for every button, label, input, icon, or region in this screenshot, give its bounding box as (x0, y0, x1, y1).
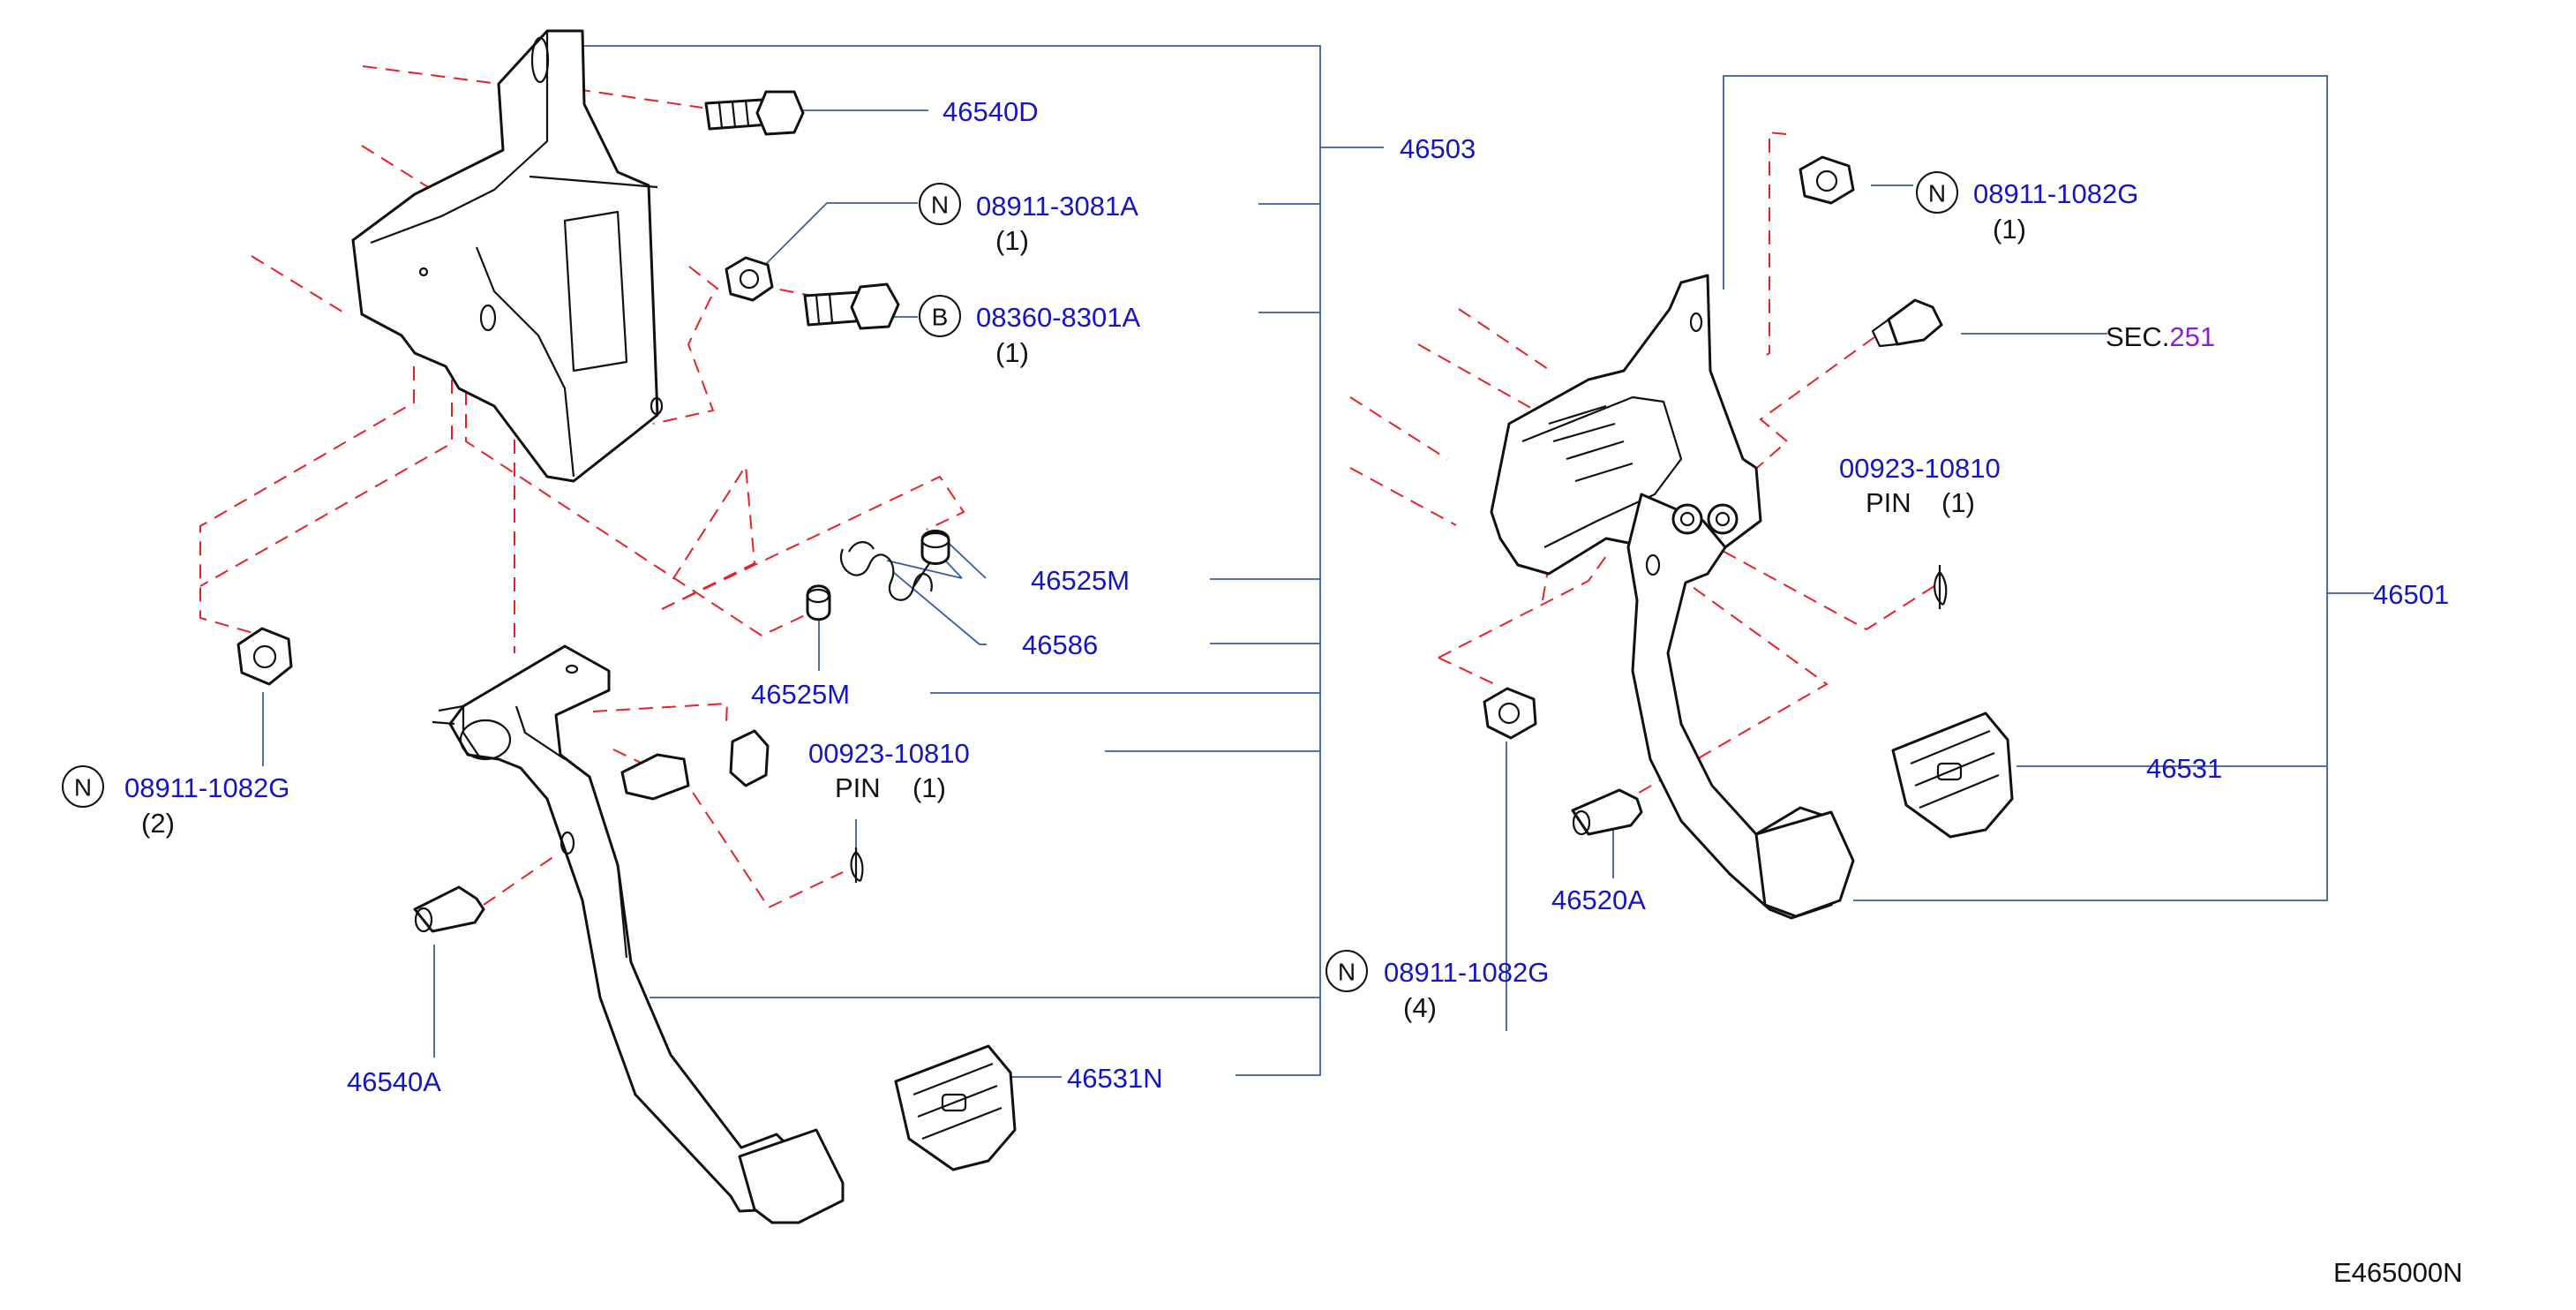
diagram-code: E465000N (2333, 1257, 2463, 1288)
nut-08911-3081A (725, 256, 774, 302)
nut-08911-1082G-center (1483, 687, 1537, 740)
label-46501[interactable]: 46501 (2373, 579, 2449, 610)
clutch-pedal-left (432, 644, 845, 1224)
svg-text:N: N (1338, 959, 1356, 986)
label-46531N[interactable]: 46531N (1067, 1063, 1163, 1094)
right-pedal (1626, 493, 1855, 920)
label-08911-1082G-left[interactable]: 08911-1082G (124, 772, 289, 803)
right-bracket-46501 (1490, 274, 1762, 576)
marker-n-08911-1082G-center: N (1326, 950, 1368, 992)
label-46525M-b[interactable]: 46525M (751, 679, 850, 710)
label-46540D[interactable]: 46540D (943, 96, 1039, 127)
qty-08360-8301A: (1) (995, 337, 1029, 368)
label-00923-10810-left[interactable]: 00923-10810 (808, 738, 970, 769)
label-08911-1082G-right[interactable]: 08911-1082G (1973, 178, 2138, 209)
label-08911-3081A[interactable]: 08911-3081A (976, 191, 1138, 222)
label-08911-1082G-center[interactable]: 08911-1082G (1384, 957, 1549, 988)
svg-text:N: N (1928, 180, 1946, 207)
bushing-46525M-a (920, 530, 950, 565)
left-bracket-46503 (351, 29, 664, 483)
label-46520A[interactable]: 46520A (1551, 885, 1646, 915)
qty-pin-left: (1) (912, 772, 946, 803)
label-00923-10810-right[interactable]: 00923-10810 (1839, 453, 2001, 484)
pedal-pad-46531N (894, 1044, 1017, 1171)
pin-46540A (413, 885, 485, 933)
nut-08911-1082G-left (237, 627, 293, 686)
qty-08911-1082G-center: (4) (1403, 992, 1437, 1023)
pin-46520A (1571, 788, 1643, 836)
nut-08911-1082G-right-top (1799, 155, 1855, 205)
marker-b-08360-8301A: B (919, 295, 961, 337)
bushing-46525M-b (806, 584, 831, 621)
svg-text:N: N (931, 192, 949, 219)
label-08360-8301A[interactable]: 08360-8301A (976, 302, 1140, 333)
stopper-pads (620, 729, 770, 801)
svg-text:B: B (932, 304, 949, 331)
labels: 46540D 46503 08911-3081A (1) 08360-8301A… (124, 96, 2463, 1288)
label-46525M-a[interactable]: 46525M (1031, 565, 1130, 596)
qty-pin-right: (1) (1941, 487, 1975, 518)
label-46531[interactable]: 46531 (2146, 753, 2222, 784)
marker-n-08911-1082G-right: N (1916, 171, 1958, 214)
svg-text:N: N (74, 774, 92, 802)
marker-n-08911-1082G-left: N (62, 765, 104, 808)
label-sec-251[interactable]: SEC.251 (2106, 321, 2215, 352)
label-46540A[interactable]: 46540A (347, 1066, 441, 1097)
qty-08911-3081A: (1) (995, 225, 1029, 256)
switch-sec251 (1871, 298, 1943, 348)
qty-08911-1082G-right: (1) (1993, 214, 2026, 245)
pin-label-right: PIN (1866, 487, 1911, 518)
pin-right (1934, 565, 1948, 609)
label-46503[interactable]: 46503 (1400, 133, 1476, 164)
bolt-08360-8301A (803, 282, 900, 330)
bolt-46540D (704, 90, 805, 136)
marker-n-08911-3081A: N (919, 183, 961, 225)
pin-label-left: PIN (835, 772, 881, 803)
qty-08911-1082G-left: (2) (141, 808, 175, 839)
label-46586[interactable]: 46586 (1022, 629, 1098, 660)
pedal-pad-46531 (1891, 711, 2014, 839)
pin-left (850, 847, 864, 883)
